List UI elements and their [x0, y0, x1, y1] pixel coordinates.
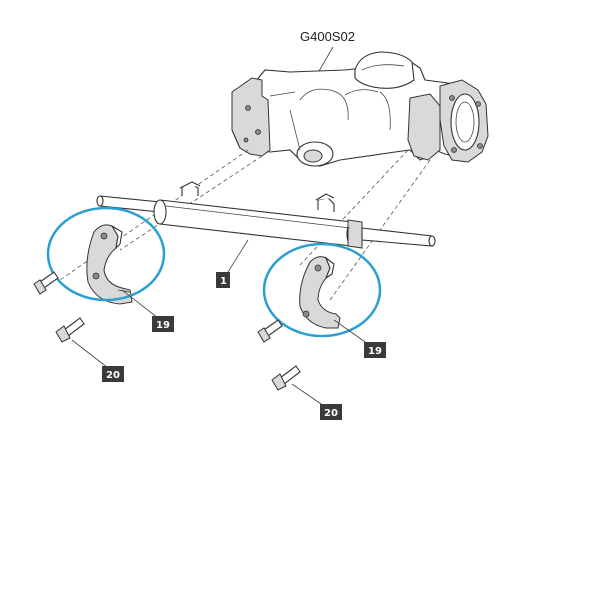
- callout-label-bolt-left: 20: [106, 370, 120, 381]
- callout-badge-cylinder: [216, 272, 230, 288]
- bolt-right: [271, 365, 301, 391]
- bolt-left-upper: [33, 271, 59, 295]
- bolt-left: [55, 317, 85, 343]
- callout-badge-bolt-left: [102, 366, 124, 382]
- clamp-left: [86, 224, 133, 305]
- figure-code: G400S02: [300, 29, 355, 44]
- highlight-circle-right: [262, 242, 382, 338]
- callout-label-clamp-right: 19: [368, 346, 382, 357]
- callout-label-clamp-left: 19: [156, 320, 170, 331]
- callout-badge-clamp-right: [364, 342, 386, 358]
- callout-badge-bolt-right: [320, 404, 342, 420]
- bolt-right-upper: [257, 319, 283, 343]
- callout-label-cylinder: 1: [220, 276, 227, 287]
- highlight-circle-left: [46, 206, 166, 302]
- callout-badge-clamp-left: [152, 316, 174, 332]
- clamp-right: [299, 256, 341, 329]
- callout-label-bolt-right: 20: [324, 408, 338, 419]
- hydraulic-cylinder: [96, 181, 436, 249]
- axle-housing: [231, 51, 489, 167]
